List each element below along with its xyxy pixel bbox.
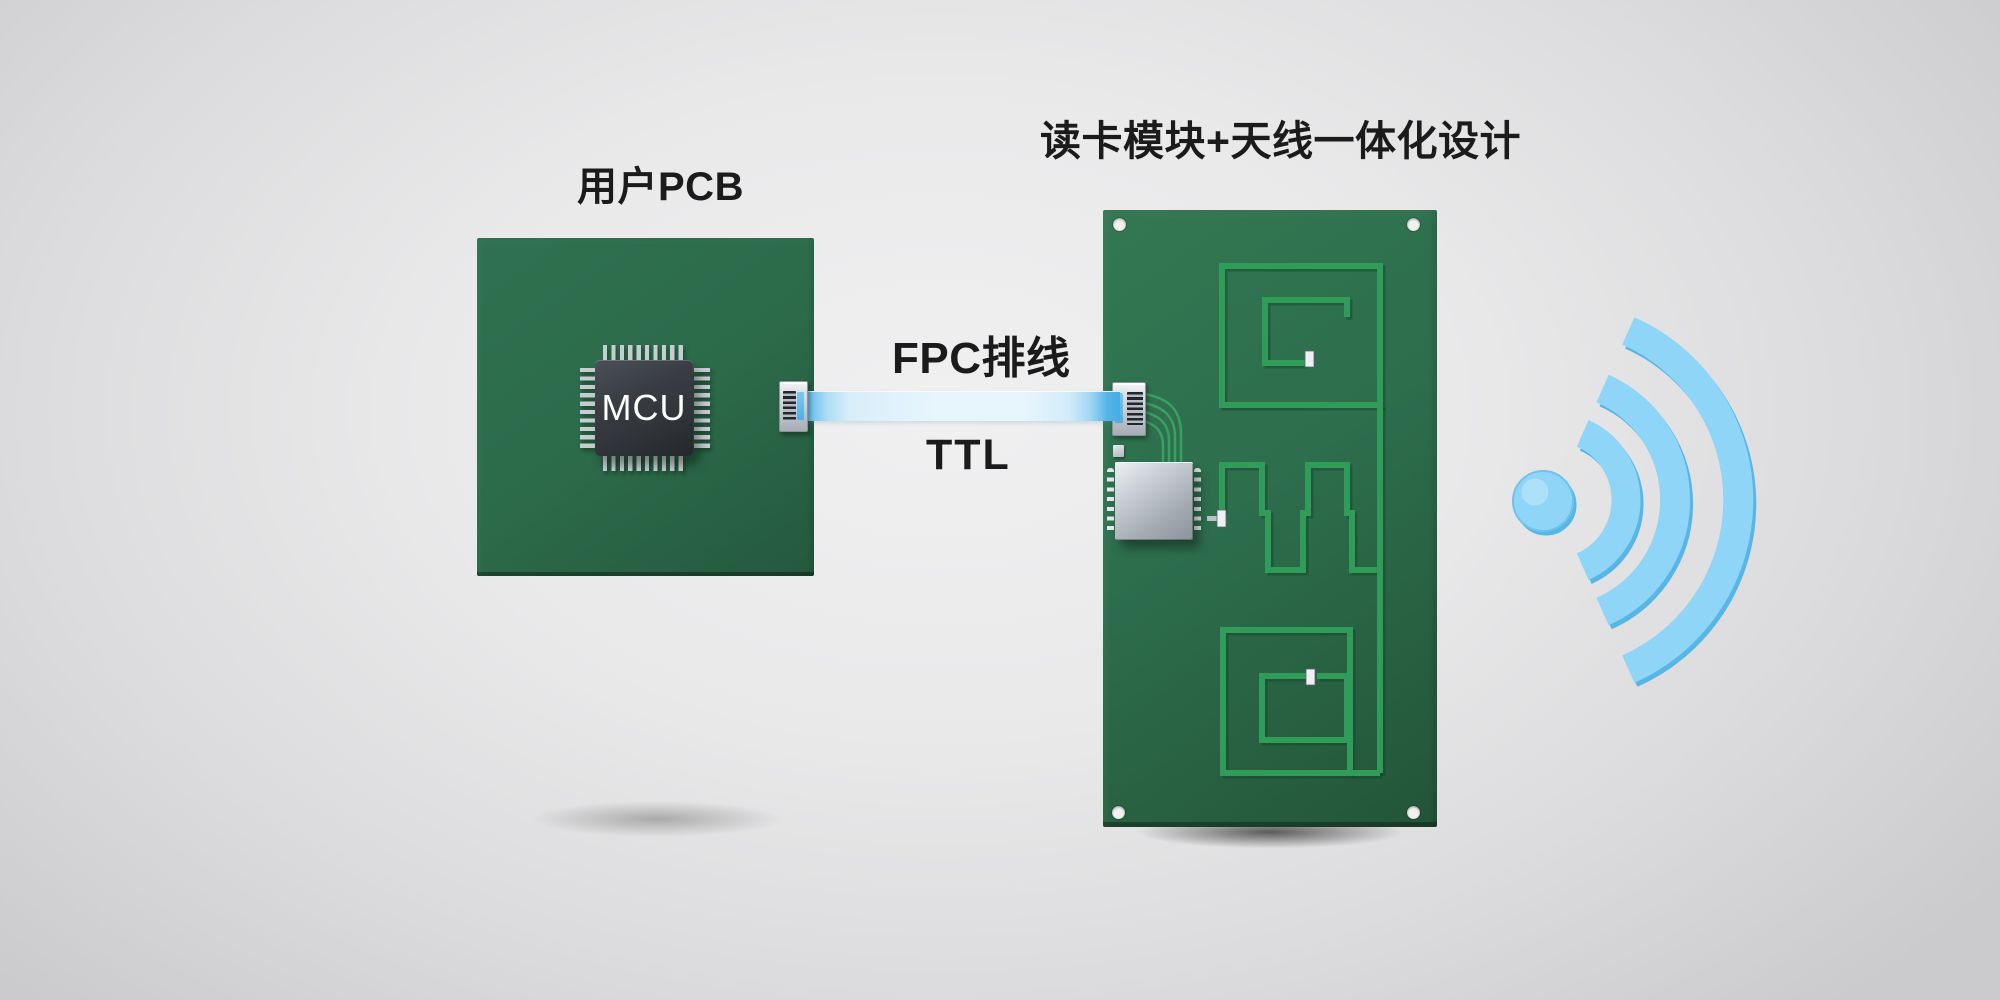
user-pcb-board: MCU [477,238,814,576]
top-spiral-inner [1262,297,1350,366]
bottom-spiral-inner [1259,673,1350,743]
connector-pins [1127,392,1143,425]
top-spiral-outer [1219,263,1383,408]
fpc-connector-left [779,381,808,432]
wifi-arc-3 [1622,317,1754,683]
user-pcb-label: 用户PCB [577,165,744,209]
wifi-arc-1 [1576,420,1641,580]
mcu-pins-bottom [603,455,685,471]
meander-trace [1219,462,1380,573]
bottom-spiral-component [1305,668,1316,686]
bottom-spiral-outer [1220,627,1353,776]
wifi-front-layer [1512,317,1754,683]
mcu-pins-right [694,368,710,448]
antenna-traces [1143,263,1386,779]
wifi-arc-2 [1596,374,1691,626]
reader-module-board [1103,210,1437,827]
chip-pads-left [1107,468,1114,536]
wifi-signal-icon [1512,317,1757,687]
meander-component-lead [1207,516,1217,521]
mcu-label: MCU [601,387,687,428]
wifi-dot-highlight [1520,477,1550,507]
mounting-hole [1112,806,1125,819]
solder-pad [1113,445,1124,457]
connector-fanout-traces [1143,392,1183,462]
connector-pins [783,391,796,421]
meander-component [1216,509,1227,528]
mounting-hole [1407,806,1420,819]
antenna-trace-lines [1219,263,1383,776]
mounting-hole [1407,218,1420,231]
mcu-pins-left [580,368,596,448]
mounting-hole [1113,218,1126,231]
chip-pads-right [1194,468,1201,536]
mcu-pins-top [603,345,685,361]
reader-chip [1115,462,1193,540]
fpc-cable [798,391,1120,421]
smd-components [1207,350,1316,686]
mcu-chip: MCU [595,360,693,456]
ttl-label: TTL [926,431,1011,479]
fpc-cable-label: FPC排线 [892,334,1071,383]
page-title: 读卡模块+天线一体化设计 [1040,118,1521,164]
wifi-dot [1512,470,1574,532]
cable-end [797,392,804,420]
left-pcb-shadow [483,794,831,844]
top-spiral-component [1304,350,1315,368]
